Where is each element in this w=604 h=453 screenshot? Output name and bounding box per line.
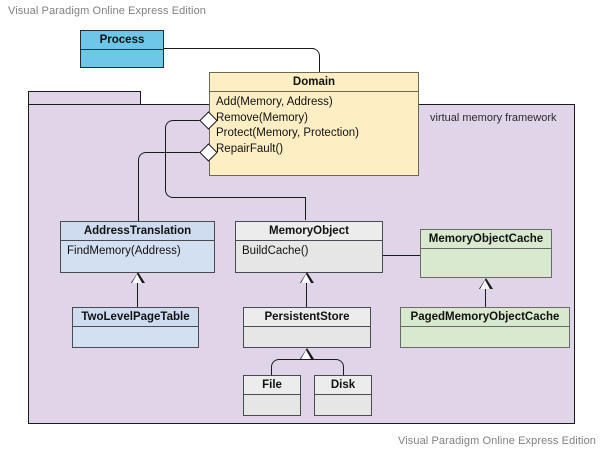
agg-memoryobject-seg2 [165, 132, 167, 186]
gen-twolevel-line [137, 283, 139, 307]
class-memoryobjectcache-name: MemoryObjectCache [421, 230, 551, 249]
gen-disk-corner [330, 359, 344, 373]
class-twolevelpagetable-name: TwoLevelPageTable [73, 308, 198, 327]
class-domain-member-0: Add(Memory, Address) [216, 96, 333, 108]
class-persistentstore-body [244, 327, 370, 348]
class-addresstranslation[interactable]: AddressTranslation FindMemory(Address) [60, 221, 215, 273]
class-disk-body [315, 395, 371, 416]
class-addresstranslation-name: AddressTranslation [61, 222, 214, 241]
agg-memoryobject-seg3 [177, 196, 306, 198]
class-twolevelpagetable[interactable]: TwoLevelPageTable [72, 307, 199, 348]
process-domain-line-v [318, 60, 320, 73]
gen-pagedcache-line [485, 289, 487, 307]
class-domain-name: Domain [210, 73, 418, 92]
class-domain-member-2: Protect(Memory, Protection) [216, 127, 359, 139]
class-process[interactable]: Process [80, 30, 164, 68]
class-persistentstore-name: PersistentStore [244, 308, 370, 327]
agg-memoryobject-seg4 [304, 197, 306, 220]
class-process-body [81, 50, 163, 68]
class-domain-members: Add(Memory, Address) Remove(Memory) Prot… [210, 92, 418, 159]
package-tab [28, 91, 141, 105]
class-pagedmemoryobjectcache-body [401, 327, 569, 348]
class-domain-member-1: Remove(Memory) [216, 111, 309, 124]
assoc-memoryobject-cache [383, 255, 420, 257]
class-process-name: Process [81, 31, 163, 50]
class-persistentstore[interactable]: PersistentStore [243, 307, 371, 348]
class-memoryobject-members: BuildCache() [236, 241, 382, 262]
watermark-bottom: Visual Paradigm Online Express Edition [397, 435, 596, 447]
process-domain-line-h [164, 48, 314, 50]
gen-disk-seg-v [342, 371, 344, 376]
class-file-body [244, 395, 300, 416]
class-memoryobject[interactable]: MemoryObject BuildCache() [235, 221, 383, 273]
agg-memoryobject-corner1 [165, 120, 179, 134]
class-file-name: File [244, 376, 300, 395]
agg-memoryobject-corner2 [165, 184, 179, 198]
class-memoryobjectcache[interactable]: MemoryObjectCache [420, 229, 552, 278]
watermark-top: Visual Paradigm Online Express Edition [8, 5, 207, 17]
class-file[interactable]: File [243, 375, 301, 416]
agg-addresstranslation-seg2 [138, 164, 140, 222]
class-domain[interactable]: Domain Add(Memory, Address) Remove(Memor… [209, 72, 419, 176]
class-memoryobject-name: MemoryObject [236, 222, 382, 241]
class-memoryobjectcache-body [421, 249, 551, 278]
process-domain-corner [304, 48, 320, 64]
gen-file-seg-v [271, 371, 273, 376]
class-pagedmemoryobjectcache-name: PagedMemoryObjectCache [401, 308, 569, 327]
class-pagedmemoryobjectcache[interactable]: PagedMemoryObjectCache [400, 307, 570, 348]
class-memoryobject-member-0: BuildCache() [242, 245, 309, 257]
gen-file-corner [271, 359, 285, 373]
class-disk[interactable]: Disk [314, 375, 372, 416]
gen-disk-seg-h [307, 359, 331, 361]
class-disk-name: Disk [315, 376, 371, 395]
class-twolevelpagetable-body [73, 327, 198, 348]
class-addresstranslation-members: FindMemory(Address) [61, 241, 214, 262]
gen-persistentstore-line [306, 283, 308, 307]
agg-addresstranslation-corner1 [138, 152, 152, 166]
agg-addresstranslation-seg1 [151, 152, 208, 154]
gen-file-seg-h [284, 359, 307, 361]
agg-memoryobject-seg1 [178, 120, 208, 122]
package-label: virtual memory framework [430, 112, 557, 124]
class-domain-member-3: RepairFault() [216, 142, 284, 155]
class-addresstranslation-member-0: FindMemory(Address) [67, 245, 181, 257]
